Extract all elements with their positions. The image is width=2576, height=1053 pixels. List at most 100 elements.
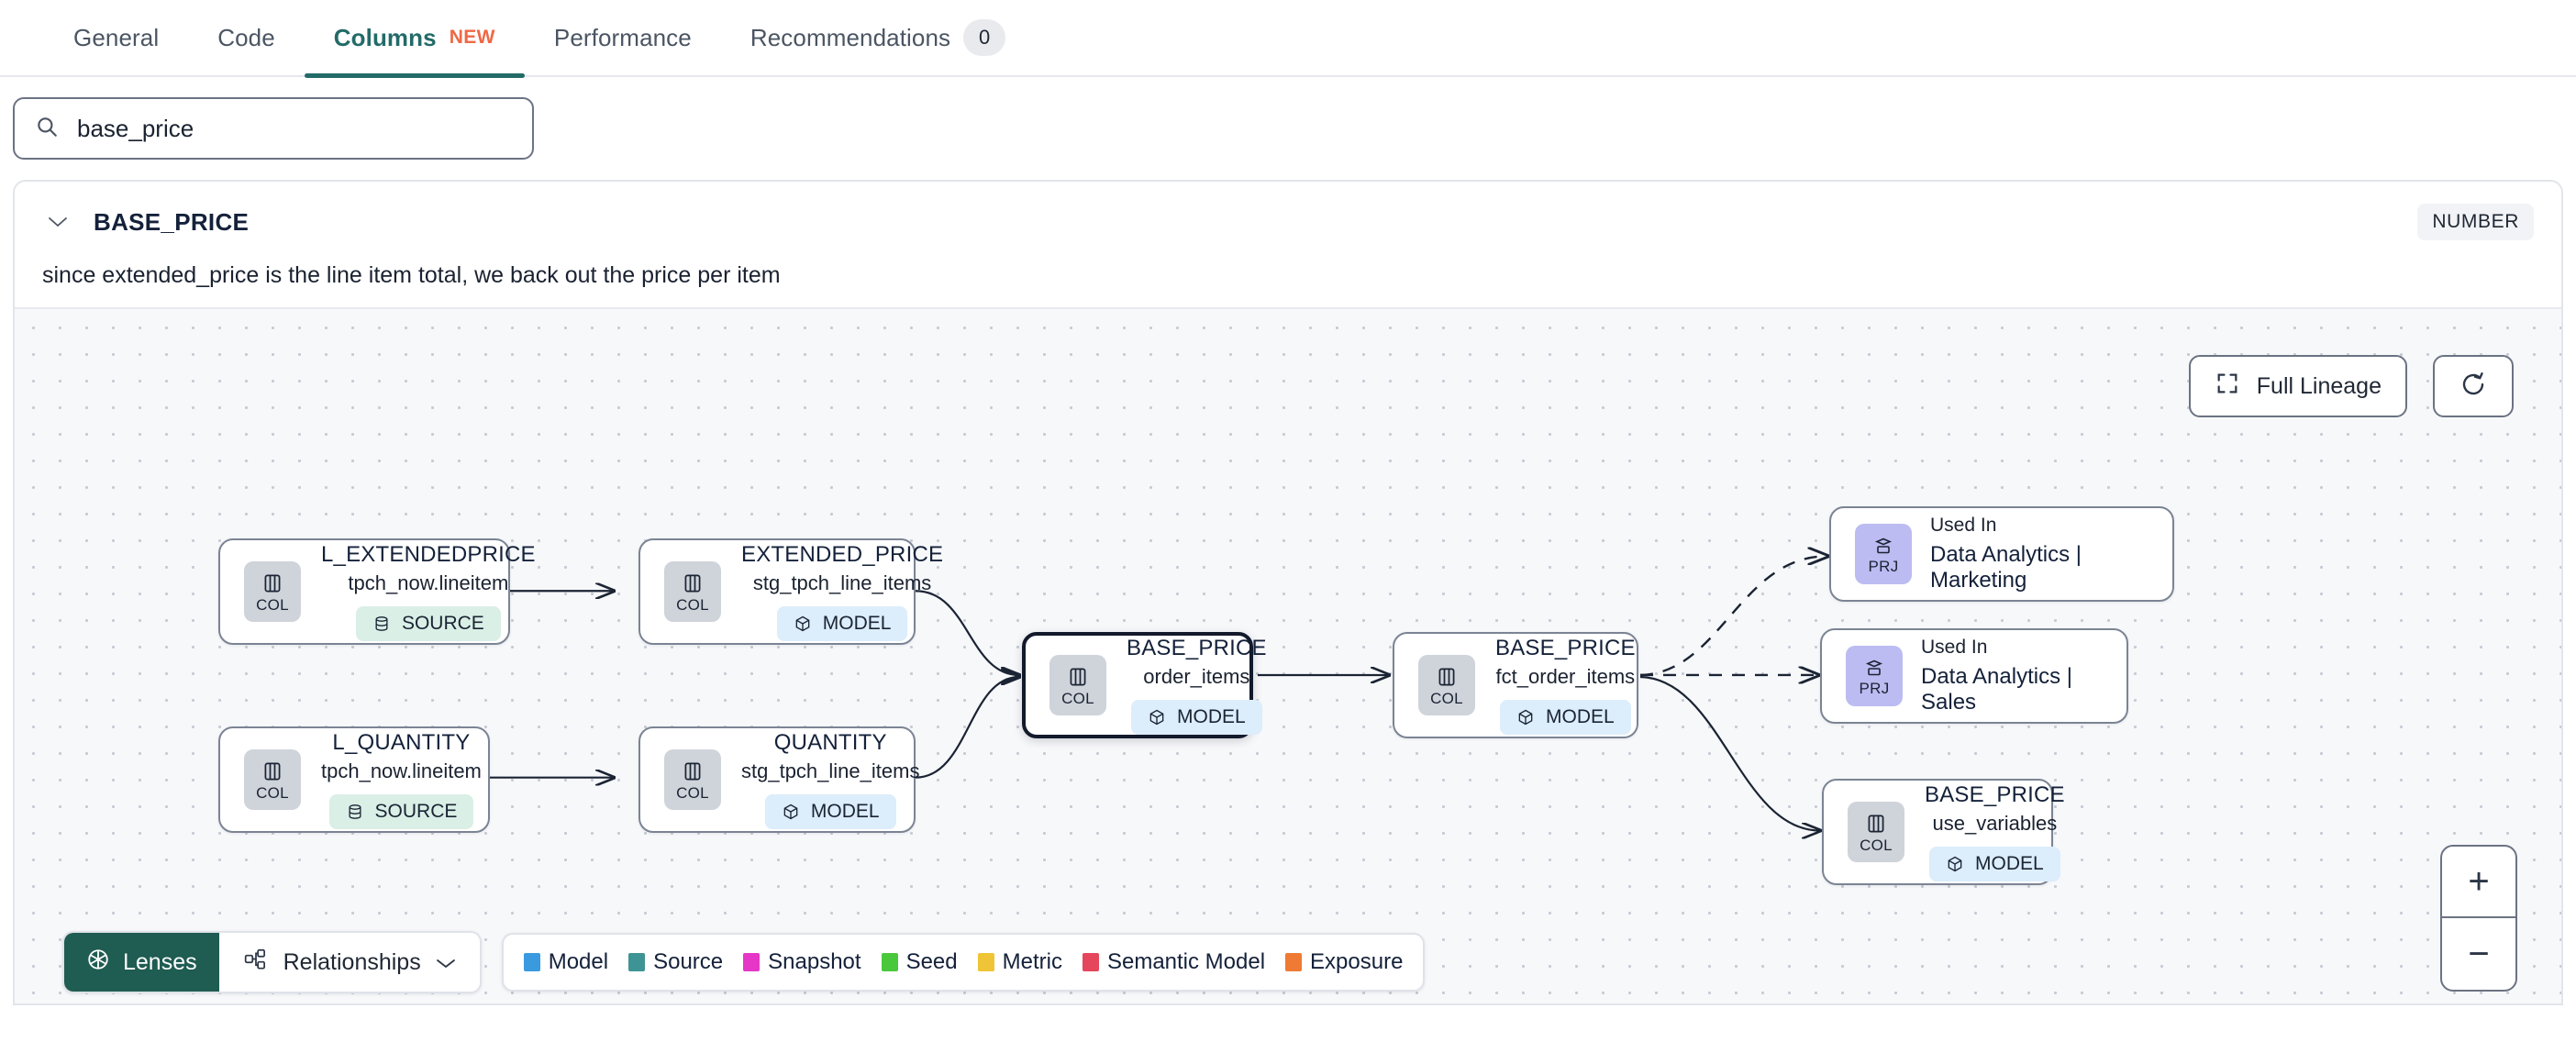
- node-title: L_QUANTITY: [332, 730, 471, 755]
- column-icon-label: COL: [256, 783, 289, 802]
- search-input[interactable]: [75, 113, 512, 144]
- project-icon: PRJ: [1855, 524, 1912, 584]
- node-title: BASE_PRICE: [1127, 636, 1267, 660]
- tab-label: Columns: [333, 23, 437, 51]
- node-type-tag: MODEL: [1131, 700, 1262, 735]
- column-icon-label: COL: [1430, 689, 1463, 707]
- node-type-tag: MODEL: [764, 794, 896, 829]
- legend-item-source: Source: [628, 949, 723, 975]
- tab-general[interactable]: General: [44, 0, 188, 76]
- cube-icon: [1948, 856, 1962, 872]
- tab-label: Recommendations: [749, 23, 951, 51]
- lineage-node-base-price-fct-order-items[interactable]: COL BASE_PRICE fct_order_items MODEL: [1393, 632, 1638, 738]
- column-icon: COL: [664, 561, 721, 622]
- node-title: BASE_PRICE: [1495, 636, 1636, 660]
- legend-swatch: [881, 953, 898, 971]
- zoom-in-button[interactable]: +: [2442, 847, 2515, 918]
- canvas-bottom-toolbar: Lenses Relationships: [62, 931, 1426, 993]
- node-body: BASE_PRICE order_items MODEL: [1127, 636, 1267, 735]
- lenses-relationships-group: Lenses Relationships: [62, 931, 482, 993]
- chevron-down-icon[interactable]: [42, 216, 73, 228]
- column-icon-label: COL: [256, 595, 289, 614]
- lenses-label: Lenses: [123, 948, 197, 975]
- lineage-edges: [472, 309, 2561, 1005]
- relationships-icon: [243, 948, 269, 978]
- lineage-node-project-sales[interactable]: PRJ Used In Data Analytics | Sales: [1820, 628, 2128, 724]
- legend-label: Seed: [905, 949, 958, 974]
- node-title: L_EXTENDEDPRICE: [321, 542, 536, 567]
- tab-code[interactable]: Code: [188, 0, 305, 76]
- column-card: BASE_PRICE NUMBER since extended_price i…: [13, 180, 2563, 1005]
- legend-label: Semantic Model: [1106, 949, 1266, 974]
- node-kicker: Used In: [1921, 637, 1988, 658]
- tab-performance[interactable]: Performance: [525, 0, 721, 76]
- tab-label: Code: [217, 23, 275, 51]
- search-box[interactable]: [13, 97, 534, 160]
- legend-label: Snapshot: [768, 949, 861, 974]
- node-type-tag: MODEL: [1929, 847, 2060, 881]
- node-body: Used In Data Analytics | Marketing: [1930, 515, 2149, 593]
- node-subtitle: tpch_now.lineitem: [321, 759, 482, 782]
- lenses-button[interactable]: Lenses: [64, 933, 219, 992]
- refresh-icon: [2459, 371, 2487, 403]
- lineage-node-quantity[interactable]: COL QUANTITY stg_tpch_line_items MODEL: [638, 726, 919, 833]
- node-type-tag: MODEL: [776, 606, 908, 641]
- node-kicker: Used In: [1930, 515, 1997, 536]
- lineage-node-base-price-use-variables[interactable]: COL BASE_PRICE use_variables MODEL: [1822, 779, 2065, 885]
- legend-swatch: [1082, 953, 1099, 971]
- full-lineage-button[interactable]: Full Lineage: [2188, 355, 2407, 417]
- cube-icon: [1149, 709, 1164, 726]
- column-icon: COL: [1848, 802, 1904, 862]
- column-icon-label: COL: [1860, 836, 1893, 854]
- column-icon-label: COL: [676, 783, 709, 802]
- lineage-node-base-price-order-items[interactable]: COL BASE_PRICE order_items MODEL: [1022, 632, 1267, 738]
- tab-label: Performance: [553, 23, 692, 51]
- legend-swatch: [523, 953, 540, 971]
- node-title: Data Analytics | Marketing: [1930, 542, 2082, 593]
- legend-item-semantic-model: Semantic Model: [1082, 949, 1266, 975]
- node-body: QUANTITY stg_tpch_line_items MODEL: [741, 730, 919, 829]
- node-body: Used In Data Analytics | Sales: [1921, 637, 2103, 715]
- refresh-button[interactable]: [2433, 355, 2514, 417]
- lineage-node-project-marketing[interactable]: PRJ Used In Data Analytics | Marketing: [1829, 506, 2174, 602]
- node-title: EXTENDED_PRICE: [741, 542, 944, 567]
- node-subtitle: use_variables: [1932, 812, 2058, 835]
- tab-recommendations[interactable]: Recommendations 0: [721, 0, 1035, 76]
- column-icon-label: COL: [1061, 689, 1094, 707]
- legend-item-model: Model: [523, 949, 609, 975]
- node-type-tag-label: MODEL: [810, 801, 880, 822]
- legend-label: Metric: [1002, 949, 1062, 974]
- column-icon: COL: [1418, 655, 1475, 715]
- data-type-badge: NUMBER: [2417, 204, 2534, 240]
- node-subtitle: order_items: [1143, 665, 1250, 688]
- node-type-tag-label: MODEL: [822, 613, 892, 634]
- lineage-node-l-quantity[interactable]: COL L_QUANTITY tpch_now.lineitem SOURCE: [218, 726, 490, 833]
- chevron-down-icon: [436, 949, 456, 976]
- project-icon: PRJ: [1846, 646, 1903, 706]
- zoom-out-button[interactable]: −: [2468, 933, 2490, 974]
- node-body: EXTENDED_PRICE stg_tpch_line_items MODEL: [741, 542, 943, 641]
- node-body: L_QUANTITY tpch_now.lineitem SOURCE: [321, 730, 482, 829]
- project-icon-label: PRJ: [1859, 679, 1890, 697]
- cube-icon: [795, 615, 810, 632]
- legend-swatch: [977, 953, 994, 971]
- node-body: BASE_PRICE fct_order_items MODEL: [1495, 636, 1636, 735]
- lineage-canvas[interactable]: COL L_EXTENDEDPRICE tpch_now.lineitem SO…: [15, 307, 2561, 1005]
- tab-columns[interactable]: Columns NEW: [304, 0, 526, 78]
- node-type-tag-label: MODEL: [1546, 706, 1615, 727]
- lineage-node-l-extendedprice[interactable]: COL L_EXTENDEDPRICE tpch_now.lineitem SO…: [218, 538, 536, 645]
- legend-swatch: [743, 953, 761, 971]
- database-icon: [349, 804, 361, 819]
- node-type-tag: MODEL: [1500, 700, 1631, 735]
- zoom-controls[interactable]: + −: [2440, 845, 2517, 992]
- node-title: BASE_PRICE: [1925, 782, 2065, 807]
- lineage-node-extended-price[interactable]: COL EXTENDED_PRICE stg_tpch_line_items M…: [638, 538, 943, 645]
- relationships-dropdown[interactable]: Relationships: [218, 933, 480, 992]
- column-icon-label: COL: [676, 595, 709, 614]
- legend-label: Model: [548, 949, 609, 974]
- column-icon: COL: [244, 749, 301, 810]
- tab-label: General: [73, 23, 160, 51]
- node-subtitle: tpch_now.lineitem: [348, 571, 509, 594]
- legend-label: Source: [653, 949, 724, 974]
- database-icon: [375, 616, 388, 631]
